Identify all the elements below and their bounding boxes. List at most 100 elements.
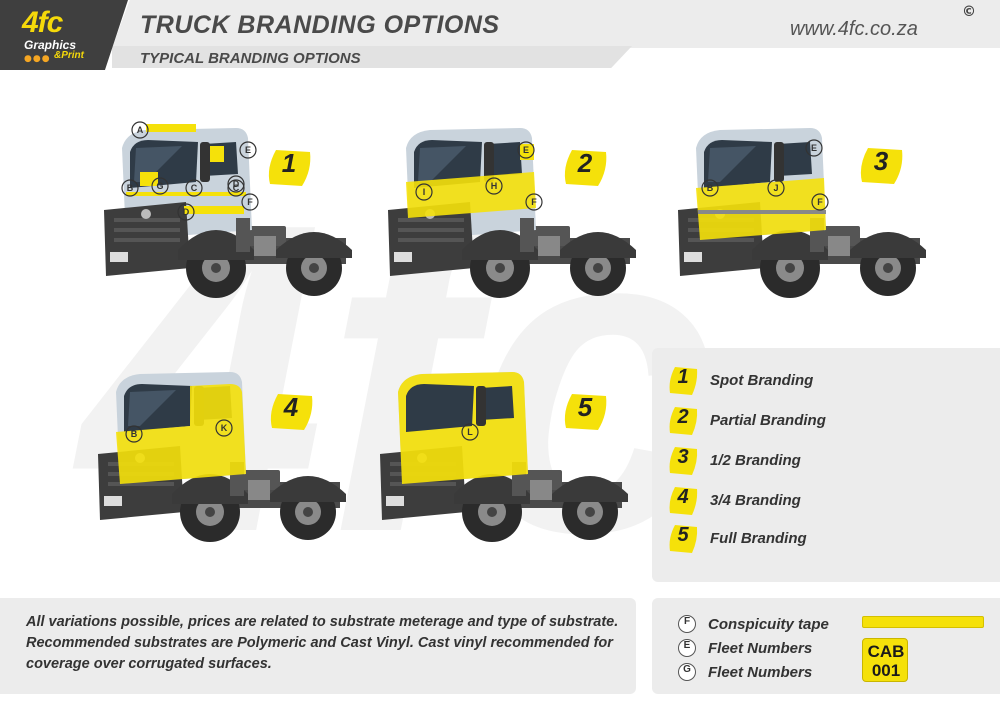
- legend-label: 3/4 Branding: [710, 492, 801, 509]
- legend-number: 4: [677, 486, 689, 508]
- legend-label: Spot Branding: [710, 372, 814, 389]
- copyright-icon: ©: [962, 4, 976, 20]
- zone-marker-label: E: [245, 145, 251, 155]
- logo-dots-icon: ●●●: [24, 54, 51, 64]
- truck-2-number: 2: [577, 148, 593, 178]
- truck-2-zone-markers: I H E F: [415, 141, 543, 211]
- key-letter-icon: F: [678, 615, 696, 633]
- zone-marker-circle: [525, 193, 543, 211]
- legend-number: 5: [677, 524, 689, 546]
- zone-marker-circle: [461, 423, 479, 441]
- zone-marker-label: G: [156, 181, 163, 191]
- zone-marker-circle: [767, 179, 785, 197]
- legend-badge-icon: 2: [668, 406, 698, 436]
- zone-marker-circle: [701, 179, 719, 197]
- cab-plate-line2: 001: [871, 661, 901, 680]
- zone-marker-circle: [485, 177, 503, 195]
- zone-marker-label: C: [191, 183, 198, 193]
- zone-marker-label: B: [127, 183, 134, 193]
- zone-marker-label: J: [773, 183, 778, 193]
- zone-marker-circle: [239, 141, 257, 159]
- truck-4-illustration: [98, 372, 346, 542]
- legend-number: 2: [677, 406, 689, 428]
- zone-marker-label: H: [491, 181, 498, 191]
- legend-badge-icon: 5: [668, 524, 698, 554]
- logo-line-graphics: Graphics: [24, 38, 77, 52]
- logo-line-print: &Print: [54, 50, 84, 61]
- truck-1-number: 1: [281, 148, 297, 178]
- truck-3-number: 3: [873, 146, 889, 176]
- zone-marker-label: C: [233, 183, 240, 193]
- zone-marker-label: D: [183, 207, 190, 217]
- zone-marker-circle: [177, 203, 195, 221]
- truck-3-badge: 3: [858, 146, 904, 186]
- zone-marker-circle: [131, 121, 149, 139]
- header: 4fc Graphics &Print ●●● TRUCK BRANDING O…: [0, 0, 1000, 70]
- page-title: TRUCK BRANDING OPTIONS: [140, 11, 500, 39]
- zone-marker-circle: [415, 183, 433, 201]
- truck-5-number: 5: [577, 392, 593, 422]
- truck-4-badge: 4: [268, 392, 314, 432]
- legend-number: 3: [677, 446, 689, 468]
- legend-label: Partial Branding: [710, 412, 826, 429]
- truck-2-badge: 2: [562, 148, 608, 188]
- zone-marker-circle: [151, 177, 169, 195]
- subtitle-bar: [112, 46, 632, 68]
- truck-4-number: 4: [283, 392, 299, 422]
- zone-marker-label: A: [137, 125, 144, 135]
- zone-marker-label: D: [233, 179, 240, 189]
- truck-4-zone-markers: BK: [125, 419, 233, 443]
- zone-marker-circle: [125, 425, 143, 443]
- key-panel: [652, 598, 1000, 694]
- zone-marker-label: F: [247, 197, 253, 207]
- zone-marker-circle: [185, 179, 203, 197]
- cab-plate-line1: CAB: [867, 642, 905, 661]
- legend-label: 1/2 Branding: [710, 452, 801, 469]
- legend-panel: [652, 348, 1000, 582]
- logo: [0, 0, 128, 70]
- key-label: Conspicuity tape: [708, 616, 829, 633]
- note-panel: [0, 598, 636, 694]
- truck-1-badge: 1: [266, 148, 312, 188]
- zone-marker-label: B: [707, 183, 714, 193]
- zone-marker-label: I: [423, 187, 426, 197]
- truck-3-zone-markers: B J E F: [701, 139, 829, 211]
- zone-marker-label: E: [811, 143, 817, 153]
- zone-marker-circle: [121, 179, 139, 197]
- legend-badge-icon: 3: [668, 446, 698, 476]
- zone-marker-circle: [215, 419, 233, 437]
- zone-marker-label: L: [467, 427, 473, 437]
- key-letter-icon: G: [678, 663, 696, 681]
- zone-marker-circle: [811, 193, 829, 211]
- zone-marker-label: F: [531, 197, 537, 207]
- legend-badge-icon: 4: [668, 486, 698, 516]
- zone-marker-circle: [227, 175, 245, 193]
- zone-marker-label: E: [523, 145, 529, 155]
- key-label: Fleet Numbers: [708, 664, 813, 681]
- truck-1-illustration: [104, 124, 352, 298]
- zone-marker-circle: [517, 141, 535, 159]
- zone-marker-circle: [805, 139, 823, 157]
- legend-number: 1: [677, 366, 689, 388]
- key-label: Fleet Numbers: [708, 640, 813, 657]
- zone-marker-circle: [241, 193, 259, 211]
- zone-marker-circle: [227, 179, 245, 197]
- key-letter-icon: E: [678, 639, 696, 657]
- zone-marker-label: K: [221, 423, 228, 433]
- logo-mark: 4fc: [22, 6, 63, 39]
- legend-badge-icon: 1: [668, 366, 698, 396]
- zone-marker-label: B: [131, 429, 138, 439]
- truck-5-zone-markers: L: [461, 423, 479, 441]
- title-bar: [112, 0, 1000, 48]
- zone-marker-label: F: [817, 197, 823, 207]
- conspicuity-tape-swatch: [862, 616, 984, 628]
- legend-label: Full Branding: [710, 530, 807, 547]
- fleet-number-plate: CAB 001: [862, 638, 908, 682]
- truck-3-illustration: [678, 128, 926, 298]
- truck-5-badge: 5: [562, 392, 608, 432]
- substrate-note: All variations possible, prices are rela…: [26, 614, 619, 672]
- zone-a-strip: [146, 124, 196, 132]
- page-subtitle: TYPICAL BRANDING OPTIONS: [140, 50, 361, 67]
- website-link[interactable]: www.4fc.co.za: [790, 18, 918, 40]
